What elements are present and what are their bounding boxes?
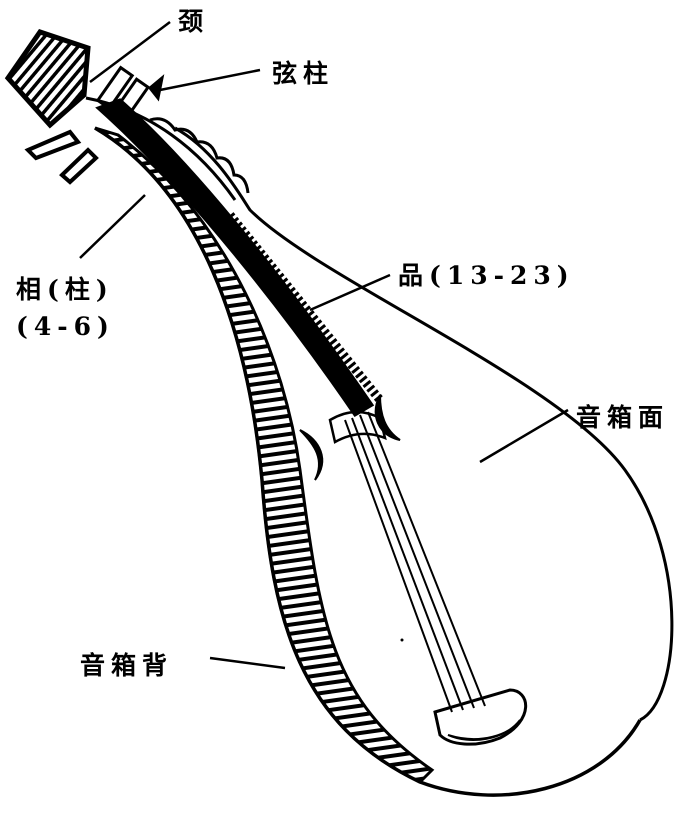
peg-lower — [59, 147, 99, 185]
leader-lines — [79, 21, 569, 670]
label-xiang-count: (4-6) — [16, 312, 115, 341]
peg-lower — [24, 129, 82, 161]
xiang-frets — [149, 117, 250, 194]
label-neck: 颈 — [178, 7, 210, 36]
back-band — [94, 126, 435, 784]
sound-hole-left — [299, 429, 324, 481]
label-soundboard: 音箱面 — [576, 403, 670, 432]
soundboard-outline — [174, 126, 674, 722]
peg-right — [147, 74, 165, 102]
peg — [95, 65, 135, 111]
strings — [344, 411, 486, 713]
label-string-pegs: 弦柱 — [272, 59, 335, 88]
label-xiang: 相(柱) — [16, 275, 114, 304]
fingerboard — [95, 98, 375, 418]
headstock — [4, 29, 91, 129]
label-pin: 品(13-23) — [398, 261, 575, 290]
body-outline-back — [94, 126, 642, 797]
peg — [113, 77, 151, 119]
label-back: 音箱背 — [80, 651, 174, 680]
bridge — [433, 688, 528, 746]
bridge-crescent — [447, 719, 521, 741]
pin-frets — [226, 212, 384, 403]
upper-bridge — [328, 410, 387, 444]
